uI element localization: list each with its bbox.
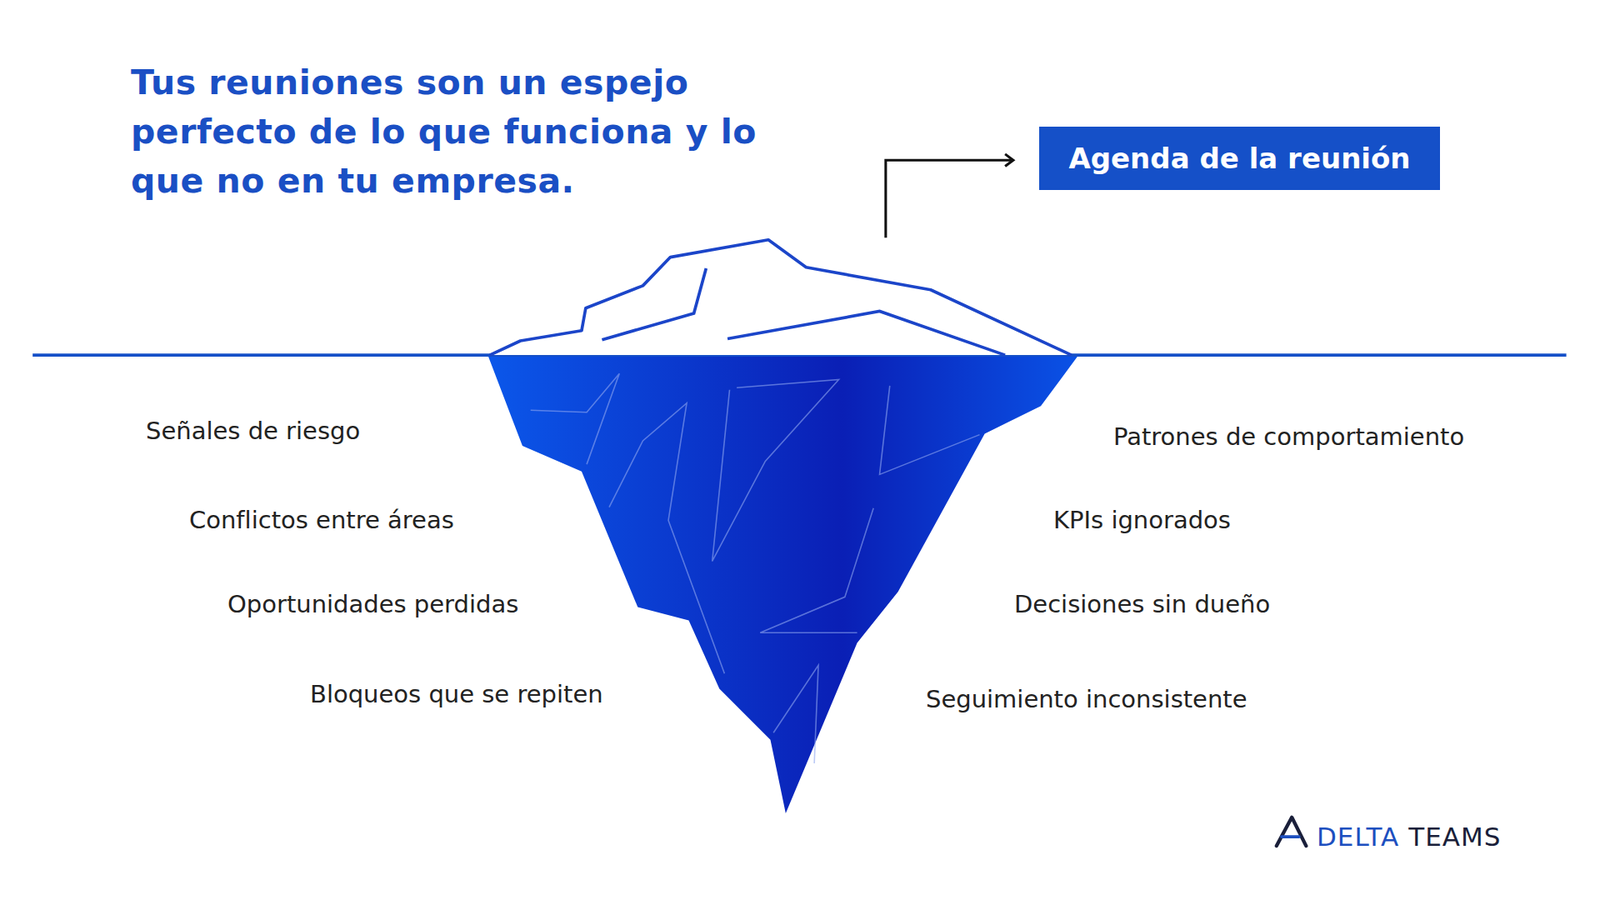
slide-title: Tus reuniones son un espejo perfecto de … (130, 58, 798, 206)
hidden-issue-label: Seguimiento inconsistente (925, 684, 1248, 715)
hidden-issue-label: Decisiones sin dueño (1014, 589, 1270, 620)
callout-box: Agenda de la reunión (1039, 126, 1440, 190)
box-label: Agenda de la reunión (1068, 141, 1410, 175)
hidden-issue-label: Bloqueos que se repiten (310, 679, 604, 710)
hidden-issue-label: Patrones de comportamiento (1113, 421, 1465, 452)
hidden-issue-label: KPIs ignorados (1053, 505, 1231, 535)
hidden-issue-label: Señales de riesgo (145, 415, 360, 446)
iceberg-tip (490, 240, 1072, 355)
hidden-issue-label: Conflictos entre áreas (189, 505, 455, 535)
logo-icon (1276, 817, 1307, 846)
leader-arrow (885, 154, 1014, 238)
logo-text: TEAMS (1408, 821, 1501, 852)
hidden-issue-label: Oportunidades perdidas (227, 589, 519, 620)
tip-lines (601, 268, 1005, 355)
logo-text: DELTA (1316, 821, 1400, 852)
iceberg-underwater (487, 355, 1079, 814)
